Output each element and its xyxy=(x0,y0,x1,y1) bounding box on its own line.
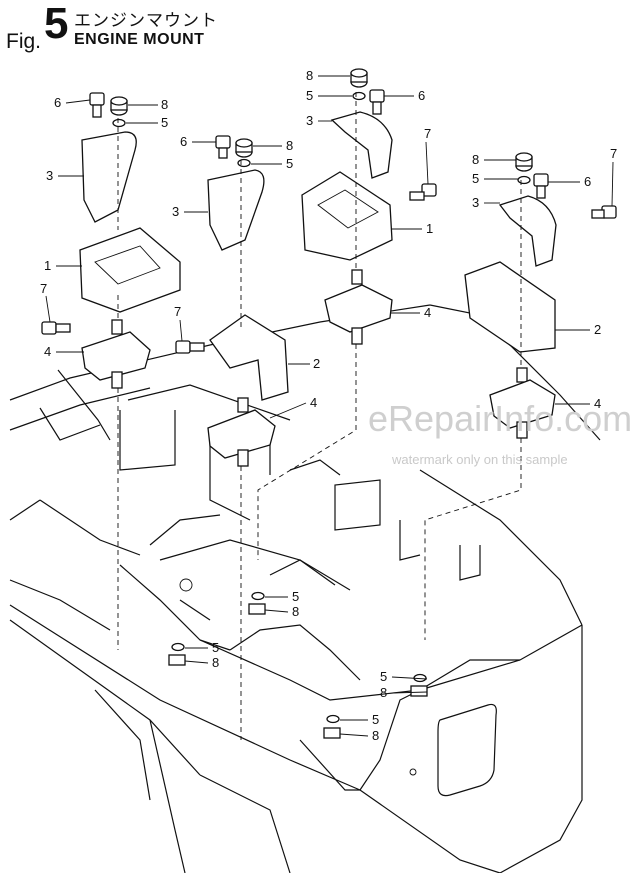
bracket-part1-left xyxy=(79,227,181,313)
mount-assembly-left xyxy=(41,92,181,650)
nut-part8-right xyxy=(350,68,368,88)
label-part2-center: 2 xyxy=(313,356,320,371)
label-part1-right: 1 xyxy=(426,221,433,236)
rubber-mount-part4-left xyxy=(81,319,151,389)
label-part5-center: 5 xyxy=(286,156,293,171)
bolt-part7-left xyxy=(41,321,71,335)
label-part8-far-right: 8 xyxy=(472,152,479,167)
chassis-frame xyxy=(9,304,601,873)
nut-part8-far-right xyxy=(515,152,533,172)
washer-part5-left xyxy=(112,118,126,128)
bolt-part6-center xyxy=(215,135,231,159)
mount-assembly-right xyxy=(257,68,437,560)
label-part4-center: 4 xyxy=(310,395,317,410)
leader-lines xyxy=(45,75,614,737)
label-part6-right: 6 xyxy=(418,88,425,103)
figure-number: 5 xyxy=(44,0,69,48)
nut-part8-left xyxy=(110,96,128,116)
washer-part5-right xyxy=(352,91,366,101)
label-part4-far-right: 4 xyxy=(594,396,601,411)
bracket-part1-right xyxy=(301,171,393,261)
label-part5-lower-d: 5 xyxy=(372,712,379,727)
label-part8-lower-c: 8 xyxy=(380,685,387,700)
label-part6-left: 6 xyxy=(54,95,61,110)
label-part8-center: 8 xyxy=(286,138,293,153)
label-part6-center: 6 xyxy=(180,134,187,149)
figure-title-english: ENGINE MOUNT xyxy=(74,31,205,48)
label-part3-left: 3 xyxy=(46,168,53,183)
washer-part5-far-right xyxy=(517,175,531,185)
label-part1-left: 1 xyxy=(44,258,51,273)
bolt-part7-far-right xyxy=(591,205,617,219)
mount-assembly-far-right xyxy=(424,152,617,640)
part-labels: 6 8 5 3 1 7 4 6 8 5 3 7 2 4 8 5 6 3 7 1 … xyxy=(40,68,617,743)
label-part5-lower-c: 5 xyxy=(380,669,387,684)
bolt-part7-center xyxy=(175,340,205,354)
label-part4-left: 4 xyxy=(44,344,51,359)
bolt-part6-right xyxy=(369,89,385,115)
label-part8-lower-b: 8 xyxy=(212,655,219,670)
label-part8-right: 8 xyxy=(306,68,313,83)
bracket-part2-far-right xyxy=(464,261,556,353)
label-part5-lower-a: 5 xyxy=(292,589,299,604)
label-part5-right: 5 xyxy=(306,88,313,103)
label-part8-lower-a: 8 xyxy=(292,604,299,619)
label-part8-left: 8 xyxy=(161,97,168,112)
rubber-mount-part4-far-right xyxy=(489,367,556,439)
label-part3-far-right: 3 xyxy=(472,195,479,210)
bolt-part6-left xyxy=(89,92,105,118)
watermark-notice: watermark only on this sample xyxy=(392,452,568,467)
label-part6-far-right: 6 xyxy=(584,174,591,189)
label-part7-right: 7 xyxy=(424,126,431,141)
label-part5-lower-b: 5 xyxy=(212,640,219,655)
label-part4-right: 4 xyxy=(424,305,431,320)
washer-part5-center xyxy=(237,158,251,168)
lower-fasteners xyxy=(168,591,428,739)
label-part8-lower-d: 8 xyxy=(372,728,379,743)
label-part3-center: 3 xyxy=(172,204,179,219)
rubber-mount-part4-center xyxy=(207,397,276,467)
label-part7-center: 7 xyxy=(174,304,181,319)
mount-plate-part3-far-right xyxy=(498,195,557,267)
rubber-mount-part4-right xyxy=(324,269,393,345)
mount-plate-part3-left xyxy=(81,131,137,223)
label-part5-left: 5 xyxy=(161,115,168,130)
mount-assembly-center xyxy=(175,135,289,740)
label-part3-right: 3 xyxy=(306,113,313,128)
label-part2-far-right: 2 xyxy=(594,322,601,337)
label-part7-left: 7 xyxy=(40,281,47,296)
mount-plate-part3-right xyxy=(330,111,393,179)
bracket-part2-center xyxy=(209,314,289,401)
bolt-part7-right xyxy=(409,183,437,201)
nut-part8-center xyxy=(235,138,253,158)
label-part5-far-right: 5 xyxy=(472,171,479,186)
bolt-part6-far-right xyxy=(533,173,549,199)
watermark-site: eRepairInfo.com xyxy=(368,398,630,439)
figure-prefix: Fig. xyxy=(6,30,42,53)
figure-title-japanese: エンジンマウント xyxy=(74,11,218,30)
mount-plate-part3-center xyxy=(207,169,265,251)
label-part7-far-right: 7 xyxy=(610,146,617,161)
